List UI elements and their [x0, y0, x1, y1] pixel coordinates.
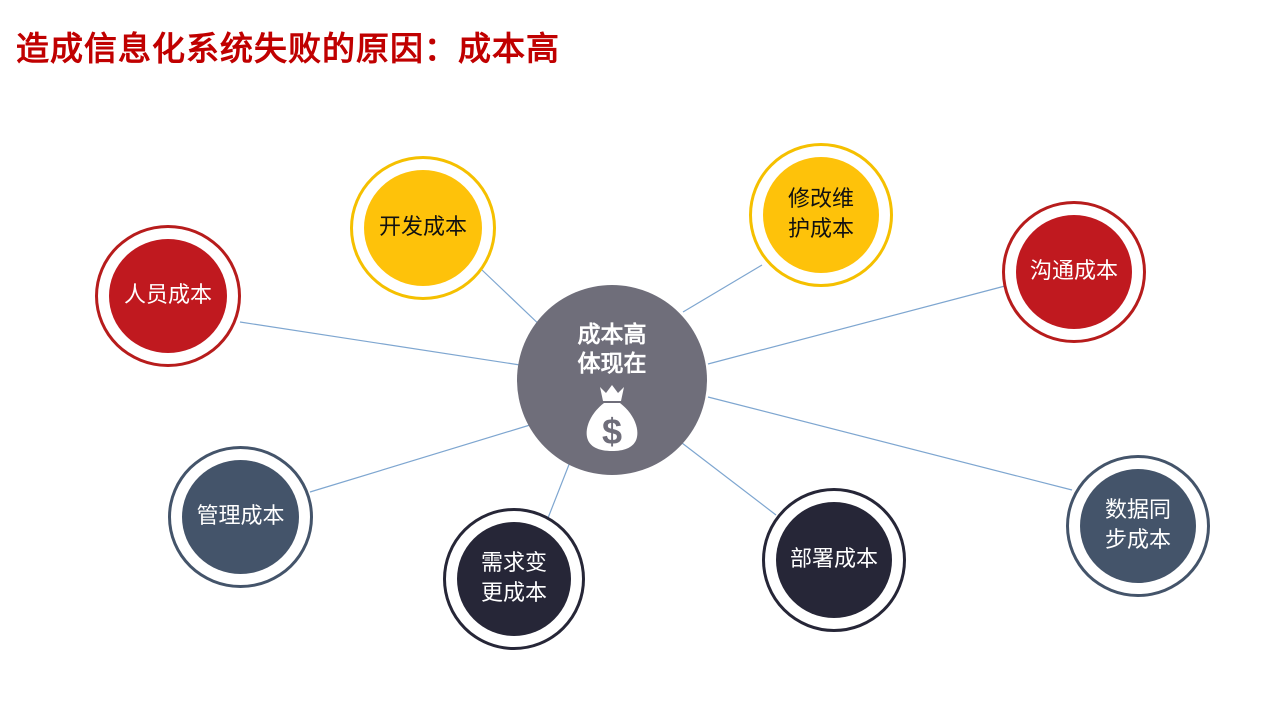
node-sync-label-2: 步成本 [1104, 528, 1171, 553]
node-mgmt-label: 管理成本 [196, 504, 285, 529]
money-bag-icon: $ [586, 385, 638, 452]
node-maint-label-1: 修改维 [787, 187, 854, 212]
svg-text:$: $ [602, 411, 622, 452]
center-node: 成本高 体现在 $ [517, 285, 707, 475]
node-people-label: 人员成本 [123, 283, 212, 308]
connector-sync [707, 396, 1073, 491]
node-mgmt-cost: 管理成本 [168, 446, 313, 588]
center-line-2: 体现在 [577, 351, 647, 377]
node-dev-cost: 开发成本 [350, 156, 496, 300]
connector-maint [682, 264, 763, 313]
node-people-cost: 人员成本 [95, 225, 241, 367]
node-maint-label-2: 护成本 [787, 217, 854, 242]
connector-dev [481, 269, 546, 331]
node-dev-label: 开发成本 [378, 215, 467, 240]
connector-req [547, 461, 571, 519]
connector-comm [707, 285, 1006, 365]
node-req-cost: 需求变 更成本 [443, 508, 585, 650]
center-line-1: 成本高 [577, 322, 647, 348]
node-maint-cost: 修改维 护成本 [749, 143, 893, 287]
page-title: 造成信息化系统失败的原因：成本高 [16, 29, 560, 68]
node-comm-cost: 沟通成本 [1002, 201, 1146, 343]
node-deploy-cost: 部署成本 [762, 488, 906, 632]
node-req-label-1: 需求变 [480, 551, 547, 576]
connector-mgmt [309, 424, 531, 493]
node-sync-label-1: 数据同 [1104, 498, 1171, 523]
node-deploy-label: 部署成本 [789, 547, 878, 572]
node-req-label-2: 更成本 [480, 581, 547, 606]
node-comm-label: 沟通成本 [1029, 259, 1118, 284]
connector-deploy [681, 442, 777, 516]
node-sync-cost: 数据同 步成本 [1066, 455, 1210, 597]
connector-people [239, 321, 521, 366]
